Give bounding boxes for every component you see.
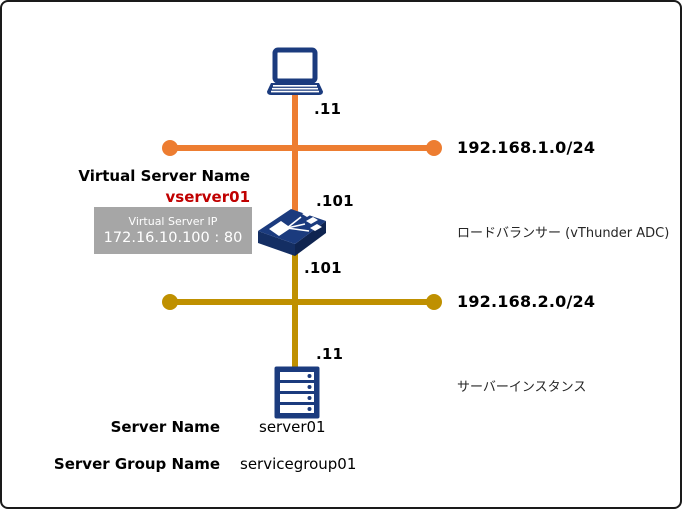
network2-cidr-label: 192.168.2.0/24 (457, 292, 596, 311)
network1-left-endpoint-dot (162, 140, 178, 156)
server-instance-caption: サーバーインスタンス (457, 380, 587, 395)
virtual-server-ip-value: 172.16.10.100 : 80 (103, 230, 243, 246)
server-ip-label: .11 (316, 345, 344, 363)
server-name-value: server01 (259, 418, 326, 436)
server-group-label: Server Group Name (53, 455, 220, 473)
virtual-server-ip-box: Virtual Server IP 172.16.10.100 : 80 (94, 207, 252, 254)
server-name-label: Server Name (110, 418, 220, 436)
network2-segment-line (170, 299, 434, 305)
network1-segment-line (170, 145, 434, 151)
network2-right-endpoint-dot (426, 294, 442, 310)
virtual-server-ip-title: Virtual Server IP (128, 215, 218, 228)
network2-left-endpoint-dot (162, 294, 178, 310)
lb-upper-ip-label: .101 (316, 192, 354, 210)
server-group-value: servicegroup01 (240, 455, 357, 473)
laptop-icon (264, 47, 326, 103)
network1-cidr-label: 192.168.1.0/24 (457, 138, 596, 157)
virtual-server-name-label: Virtual Server Name (78, 167, 250, 185)
client-to-lb-link-line (292, 94, 298, 212)
lb-to-server-link-line (292, 250, 298, 372)
server-rack-icon (274, 366, 320, 423)
lb-lower-ip-label: .101 (304, 259, 342, 277)
load-balancer-caption: ロードバランサー (vThunder ADC) (457, 226, 670, 241)
load-balancer-icon (256, 202, 328, 264)
network1-right-endpoint-dot (426, 140, 442, 156)
client-ip-label: .11 (314, 100, 342, 118)
virtual-server-name-value: vserver01 (165, 188, 251, 206)
